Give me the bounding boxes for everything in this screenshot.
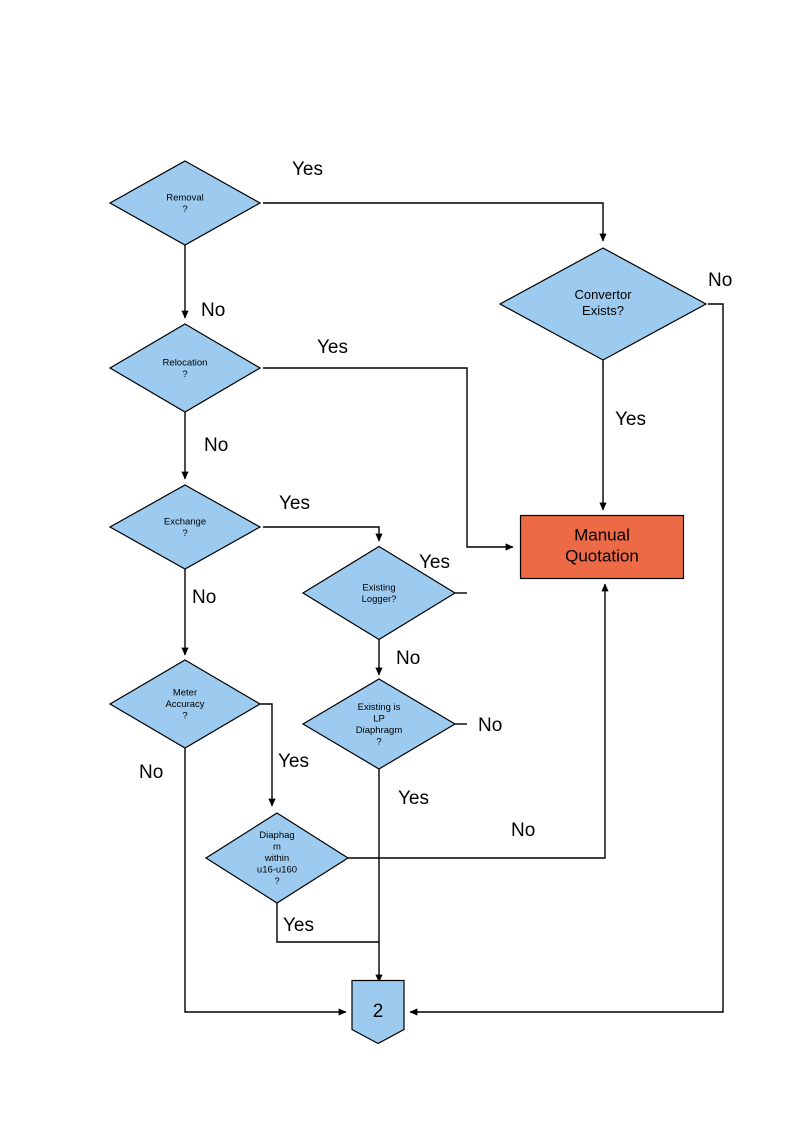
convertor-exists-shape[interactable]: [498, 247, 708, 361]
existing-lp-diaphragm-shape[interactable]: [301, 678, 457, 770]
connector-c-relocation-yes: [263, 367, 514, 551]
edge-label-existing-logger-no: No: [396, 648, 420, 669]
connector-c-removal-yes: [263, 202, 607, 242]
edge-label-exchange-yes: Yes: [279, 493, 310, 514]
node-relocation[interactable]: Relocation?: [108, 323, 262, 413]
ref-2-label: 2: [373, 1001, 384, 1022]
node-exchange[interactable]: Exchange?: [108, 484, 262, 570]
ref-2-shape[interactable]: [351, 979, 405, 1045]
edge-label-existing-lp-yes: Yes: [398, 788, 429, 809]
connector-c-diaphagm-no: [348, 583, 609, 859]
manual-quotation-shape[interactable]: [519, 514, 685, 580]
exchange-label: Exchange?: [164, 516, 206, 539]
edge-label-convertor-yes: Yes: [615, 409, 646, 430]
edge-label-meter-accuracy-no: No: [139, 762, 163, 783]
edge-label-convertor-no: No: [708, 270, 732, 291]
node-ref-2[interactable]: 2: [351, 979, 405, 1045]
edge-label-removal-no: No: [201, 300, 225, 321]
connector-c-meter-yes: [260, 703, 276, 807]
diaphagm-range-shape[interactable]: [204, 812, 350, 904]
edge-label-exchange-no: No: [192, 587, 216, 608]
edge-label-diaphagm-yes: Yes: [283, 915, 314, 936]
edge-label-relocation-yes: Yes: [317, 337, 348, 358]
edge-label-meter-accuracy-yes: Yes: [278, 751, 309, 772]
existing-logger-shape[interactable]: [301, 545, 457, 641]
relocation-shape[interactable]: [108, 323, 262, 413]
edge-label-diaphagm-no: No: [511, 820, 535, 841]
edge-label-existing-logger-yes: Yes: [419, 552, 450, 573]
node-removal[interactable]: Removal?: [108, 160, 262, 246]
connector-c-diaphagm-yes: [276, 903, 379, 943]
removal-shape[interactable]: [108, 160, 262, 246]
edge-label-relocation-no: No: [204, 435, 228, 456]
removal-label: Removal?: [166, 192, 204, 215]
connector-c-meter-no: [184, 748, 347, 1016]
connectors-layer: [181, 202, 724, 1016]
connector-c-convertor-no: [409, 303, 724, 1016]
edge-label-existing-lp-no: No: [478, 715, 502, 736]
exchange-shape[interactable]: [108, 484, 262, 570]
relocation-label: Relocation?: [163, 357, 208, 380]
meter-accuracy-shape[interactable]: [108, 659, 262, 749]
edge-label-removal-yes: Yes: [292, 159, 323, 180]
connector-c-exchange-yes: [263, 526, 383, 542]
